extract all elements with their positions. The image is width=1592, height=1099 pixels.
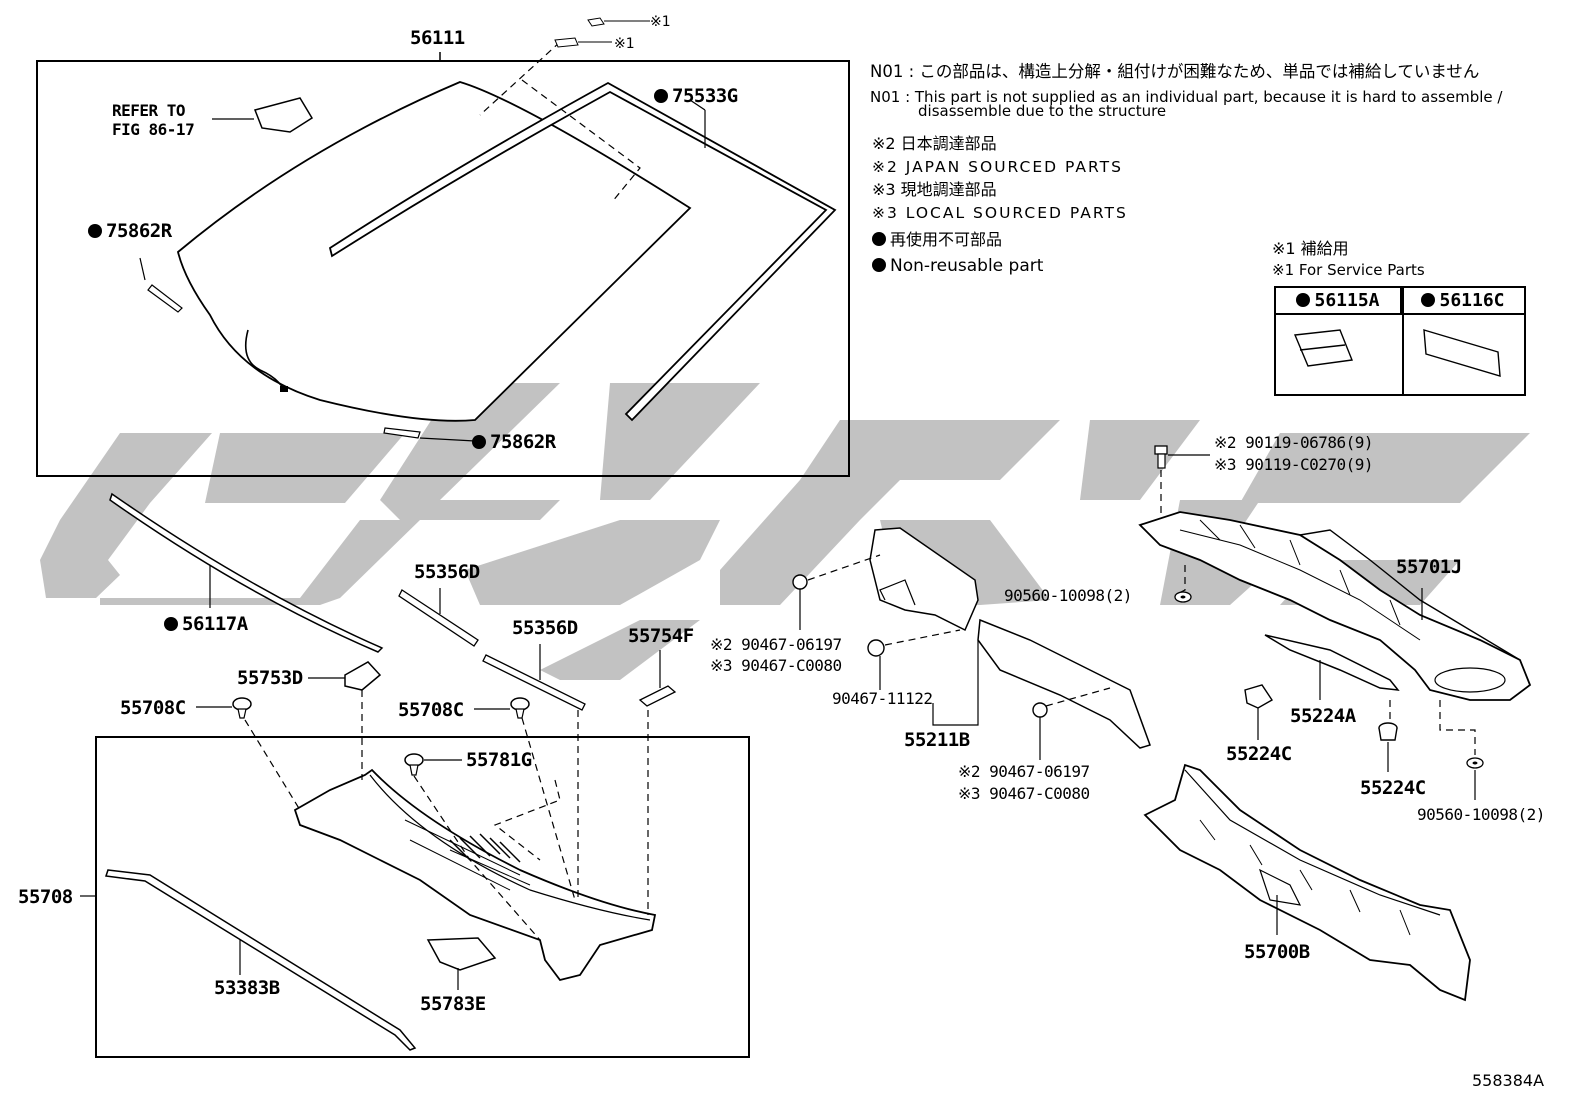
label-55224A: 55224A xyxy=(1290,705,1356,727)
label-55753D: 55753D xyxy=(237,667,303,689)
cowl-louver xyxy=(293,768,657,982)
label-55211B: 55211B xyxy=(904,729,970,751)
mark-service-1b: ※1 xyxy=(614,36,635,52)
label-90467-06197-a: ※2 90467-06197 xyxy=(710,635,842,654)
note-nonreusable-en: Non-reusable part xyxy=(872,257,1043,275)
label-55754F: 55754F xyxy=(628,625,694,647)
seal-55211B-b xyxy=(977,618,1151,749)
washer-90560-b xyxy=(1466,757,1484,769)
note-local-en: ※3 LOCAL SOURCED PARTS xyxy=(872,204,1128,222)
seal-55356D-a xyxy=(398,589,479,647)
cover-55754F xyxy=(638,685,677,707)
clip-55708C-a xyxy=(232,697,252,719)
label-56111: 56111 xyxy=(410,27,465,49)
cover-55783E xyxy=(426,937,497,971)
clip-90467-11122 xyxy=(867,639,885,690)
note-local-jp: ※3 現地調達部品 xyxy=(872,180,997,199)
clip-90467-06197-a xyxy=(792,574,808,630)
seal-53383B xyxy=(105,869,417,1051)
clip-55708C-b xyxy=(510,697,530,719)
clip-55781G xyxy=(404,753,424,776)
label-55356D-b: 55356D xyxy=(512,617,578,639)
sensor-bracket xyxy=(253,97,314,133)
label-90467-06197-b: ※2 90467-06197 xyxy=(958,762,1090,781)
service-part-56115A-icon xyxy=(1293,329,1353,367)
label-90467-C0080-a: ※3 90467-C0080 xyxy=(710,656,842,675)
label-55708C-b: 55708C xyxy=(398,699,464,721)
label-90560-a: 90560-10098(2) xyxy=(1004,586,1132,605)
label-refer-1: REFER TO xyxy=(112,101,186,120)
mark-service-1a: ※1 xyxy=(650,14,671,30)
label-55708C-a: 55708C xyxy=(120,697,186,719)
note-japan-jp: ※2 日本調達部品 xyxy=(872,134,997,153)
bracket-55753D xyxy=(344,661,382,691)
seal-55356D-b xyxy=(482,654,586,711)
label-refer-2: FIG 86-17 xyxy=(112,120,195,139)
note-service-jp: ※1 補給用 xyxy=(1272,239,1349,258)
note-service-en: ※1 For Service Parts xyxy=(1272,261,1425,279)
service-table-col-56115A: 56115A xyxy=(1276,288,1402,315)
label-55700B: 55700B xyxy=(1244,941,1310,963)
cowl-group-box xyxy=(95,736,750,1058)
label-90119-06786: ※2 90119-06786(9) xyxy=(1214,433,1374,452)
label-75862R-b: 75862R xyxy=(472,432,556,452)
diagram-id: 558384A xyxy=(1472,1071,1545,1090)
label-90119-C0270: ※3 90119-C0270(9) xyxy=(1214,455,1374,474)
note-japan-en: ※2 JAPAN SOURCED PARTS xyxy=(872,158,1123,176)
seal-55224A xyxy=(1264,634,1400,691)
cowl-top-panel-55701J xyxy=(1138,511,1532,701)
spacer-bottom xyxy=(383,427,421,439)
windshield-molding xyxy=(328,81,837,422)
label-90467-11122: 90467-11122 xyxy=(832,689,933,708)
pad-55224C-b xyxy=(1378,722,1398,741)
molding-56117A xyxy=(109,492,384,653)
label-90560-b: 90560-10098(2) xyxy=(1417,805,1545,824)
seal-55211B-a xyxy=(869,527,979,632)
label-55356D-a: 55356D xyxy=(414,561,480,583)
pad-55224C-a xyxy=(1244,684,1273,709)
label-56117A: 56117A xyxy=(164,614,248,634)
note-n01-en-2: disassemble due to the structure xyxy=(918,102,1167,120)
bolt-90119 xyxy=(1154,445,1168,469)
spacer-left xyxy=(147,284,183,313)
clip-90467-06197-b xyxy=(1032,702,1048,760)
wire-harness xyxy=(244,329,285,391)
label-75533G: 75533G xyxy=(654,86,738,106)
label-55701J: 55701J xyxy=(1396,556,1462,578)
label-55781G: 55781G xyxy=(466,749,532,771)
label-55708: 55708 xyxy=(18,886,73,908)
note-n01-jp: N01 : この部品は、構造上分解・組付けが困難なため、単品では補給していません xyxy=(870,62,1480,81)
note-nonreusable-jp: 再使用不可部品 xyxy=(872,231,1002,249)
service-parts-table: 56115A 56116C xyxy=(1274,286,1526,396)
washer-90560-a xyxy=(1174,591,1192,603)
note-n01-en-1: N01 : This part is not supplied as an in… xyxy=(870,88,1503,106)
service-table-col-56116C: 56116C xyxy=(1402,288,1524,315)
windshield-group-box xyxy=(36,60,850,477)
label-53383B: 53383B xyxy=(214,977,280,999)
label-90467-C0080-b: ※3 90467-C0080 xyxy=(958,784,1090,803)
service-part-56116C-icon xyxy=(1423,329,1501,377)
label-75862R-a: 75862R xyxy=(88,221,172,241)
windshield-glass xyxy=(176,81,692,422)
label-55224C-b: 55224C xyxy=(1360,777,1426,799)
label-55783E: 55783E xyxy=(420,993,486,1015)
label-55224C-a: 55224C xyxy=(1226,743,1292,765)
